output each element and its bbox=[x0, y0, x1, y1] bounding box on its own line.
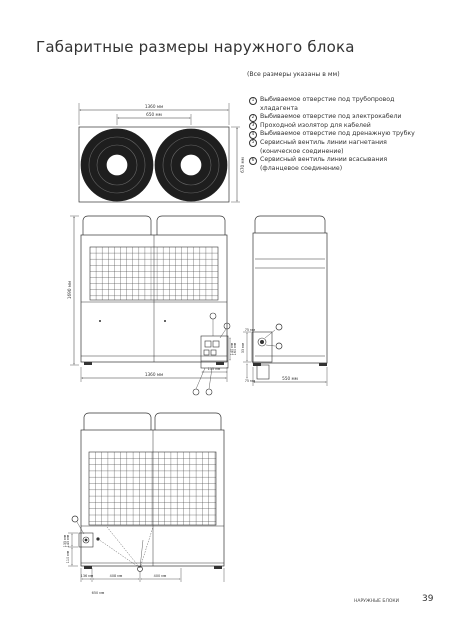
rear-grille bbox=[88, 451, 217, 526]
fan-left-hub bbox=[106, 154, 128, 176]
units-note: (Все размеры указаны в мм) bbox=[247, 71, 340, 78]
fan-right-ring-inner bbox=[170, 144, 212, 186]
fan-right-ring bbox=[162, 136, 220, 194]
dim-detail-bottom-label: 115 мм bbox=[208, 367, 221, 371]
legend-number-4: 4 bbox=[249, 130, 257, 139]
callout-rear-4 bbox=[137, 566, 143, 572]
dim-detail-side-b-label: 160 мм bbox=[233, 342, 237, 355]
legend-number-5: 5 bbox=[249, 139, 257, 148]
legend-number-6: 6 bbox=[249, 156, 257, 165]
page-title: Габаритные размеры наружного блока bbox=[36, 38, 355, 56]
rear-fan-cap-left bbox=[83, 412, 152, 430]
side-detail-box bbox=[251, 331, 273, 363]
front-fan-cap-left bbox=[82, 215, 152, 235]
legend-text-2: Выбиваемое отверстие под электрокабели bbox=[260, 113, 402, 121]
footer-section-name: НАРУЖНЫЕ БЛОКИ bbox=[354, 599, 399, 604]
front-grille bbox=[89, 246, 219, 301]
dim-front-width-label: 1360 мм bbox=[145, 372, 163, 377]
dim-bottom-d-label: 650 мм bbox=[92, 591, 105, 595]
callout-side-6 bbox=[275, 342, 283, 350]
rear-detail-box bbox=[78, 532, 94, 548]
dim-front-height-label: 1690 мм bbox=[67, 281, 72, 299]
legend-item-3: 3 Проходной изолятор для кабелей bbox=[249, 122, 419, 131]
dim-top-total-label: 1360 мм bbox=[145, 104, 163, 109]
legend-number-2: 2 bbox=[249, 113, 257, 122]
legend-text-1: Выбиваемое отверстие под трубопровод хла… bbox=[260, 96, 395, 112]
legend-number-1: 1 bbox=[249, 96, 257, 105]
legend-item-2: 2 Выбиваемое отверстие под электрокабели bbox=[249, 113, 419, 122]
fan-left-ring-inner bbox=[96, 144, 138, 186]
side-cap bbox=[254, 215, 326, 233]
front-view bbox=[70, 215, 228, 382]
front-fan-cap-right bbox=[156, 215, 226, 235]
fan-right-hub bbox=[180, 154, 202, 176]
callout-rear-1 bbox=[71, 515, 79, 523]
legend-number-3: 3 bbox=[249, 122, 257, 131]
dim-side-detail-b-label: 75 мм bbox=[245, 379, 256, 383]
dim-bottom-c-label: 400 мм bbox=[154, 574, 167, 578]
dim-detail-side-a-label: 140 мм bbox=[230, 342, 234, 355]
rear-fan-cap-right bbox=[154, 412, 222, 430]
rear-grille-mesh bbox=[89, 452, 216, 525]
dim-top-fan-label: 650 мм bbox=[146, 112, 162, 117]
legend-text-5: Сервисный вентиль линии нагнетания (кони… bbox=[260, 138, 387, 155]
callout-side-5 bbox=[275, 323, 283, 331]
top-view-outline bbox=[78, 126, 230, 203]
callout-front-1 bbox=[209, 312, 217, 320]
dim-bottom-b-label: 408 мм bbox=[110, 574, 123, 578]
dim-bottom-left-c-label: 110 мм bbox=[66, 550, 70, 563]
rear-body bbox=[80, 429, 225, 567]
rear-view bbox=[68, 412, 225, 582]
dim-bottom-left-b-label: 135 мм bbox=[63, 534, 67, 547]
legend-item-5: 5 Сервисный вентиль линии нагнетания (ко… bbox=[249, 139, 419, 156]
dim-side-width-label: 550 мм bbox=[282, 376, 298, 381]
legend-text-6: Сервисный вентиль линии всасывания (флан… bbox=[260, 156, 388, 172]
dim-bottom-a-label: 136 мм bbox=[81, 574, 94, 578]
legend-item-6: 6 Сервисный вентиль линии всасывания (фл… bbox=[249, 156, 419, 173]
fan-left-ring bbox=[88, 136, 146, 194]
callout-front-2 bbox=[223, 322, 231, 330]
page-number: 39 bbox=[422, 594, 434, 604]
callout-front-4 bbox=[205, 388, 213, 396]
legend: 1 Выбиваемое отверстие под трубопровод х… bbox=[249, 96, 419, 173]
legend-item-4: 4 Выбиваемое отверстие под дренажную тру… bbox=[249, 130, 419, 139]
dim-top-depth-label: 670 мм bbox=[240, 157, 245, 173]
front-connection-detail bbox=[192, 312, 231, 396]
front-grille-mesh bbox=[90, 247, 218, 300]
legend-item-1: 1 Выбиваемое отверстие под трубопровод х… bbox=[249, 96, 419, 113]
legend-text-4: Выбиваемое отверстие под дренажную трубк… bbox=[260, 130, 415, 138]
dim-bottom-left-a-label: 145 мм bbox=[66, 534, 70, 547]
dim-side-detail-a-label: 75 мм bbox=[245, 328, 256, 332]
dim-side-detail-c-label: 33 мм bbox=[241, 342, 245, 353]
front-detail-box bbox=[200, 335, 229, 369]
side-body bbox=[252, 232, 328, 364]
legend-text-3: Проходной изолятор для кабелей bbox=[260, 121, 371, 129]
side-view bbox=[243, 215, 328, 386]
top-view bbox=[78, 103, 240, 203]
callout-front-3 bbox=[192, 388, 200, 396]
